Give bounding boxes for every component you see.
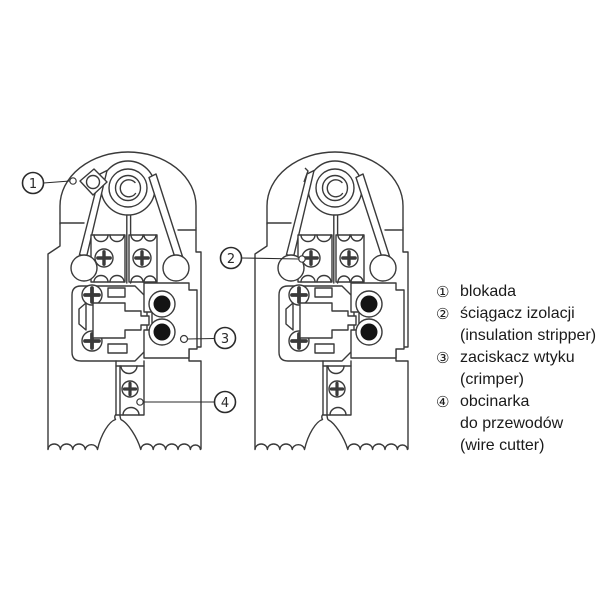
legend-item-stripper: ② ściągacz izolacji (insulation stripper… <box>436 303 606 347</box>
legend-marker-4: ④ <box>436 393 450 411</box>
legend-marker-2: ② <box>436 305 450 323</box>
lock-pin <box>85 174 101 190</box>
stripper-indicator-dot <box>298 255 306 263</box>
callout-1-marker <box>21 171 45 195</box>
legend-line: (wire cutter) <box>460 437 545 454</box>
callout-3-marker <box>213 326 237 350</box>
callout-2-leader <box>241 257 299 260</box>
callout-1-number: 1 <box>29 177 37 192</box>
callouts: 1 2 3 4 <box>21 171 299 414</box>
tool-view-right <box>253 150 410 452</box>
legend-line: do przewodów <box>460 415 564 432</box>
lever-notch <box>303 167 309 183</box>
callout-1-leader <box>43 180 70 184</box>
callout-4-number: 4 <box>221 396 229 411</box>
callout-3-leader <box>187 337 215 340</box>
legend-line: zaciskacz wtyku <box>460 349 575 366</box>
legend-line: ściągacz izolacji <box>460 305 575 322</box>
legend-marker-1: ① <box>436 283 450 301</box>
legend-line: blokada <box>460 283 517 300</box>
legend-line: obcinarka <box>460 393 530 410</box>
callout-3-number: 3 <box>221 332 229 347</box>
legend-item-crimper: ③ zaciskacz wtyku (crimper) <box>436 347 606 391</box>
lock-indicator-dot <box>69 177 77 185</box>
tool-view-left <box>46 150 203 452</box>
callout-2-marker <box>219 246 243 270</box>
callout-2-number: 2 <box>227 252 235 267</box>
cutter-indicator-dot <box>136 398 144 406</box>
legend-marker-3: ③ <box>436 349 450 367</box>
legend: ① blokada ② ściągacz izolacji (insulatio… <box>436 281 606 457</box>
legend-item-blokada: ① blokada <box>436 281 606 303</box>
callout-4-marker <box>213 390 237 414</box>
legend-item-cutter: ④ obcinarka do przewodów (wire cutter) <box>436 391 606 457</box>
crimper-indicator-dot <box>179 334 189 344</box>
legend-line: (insulation stripper) <box>460 327 597 344</box>
legend-line: (crimper) <box>460 371 524 388</box>
